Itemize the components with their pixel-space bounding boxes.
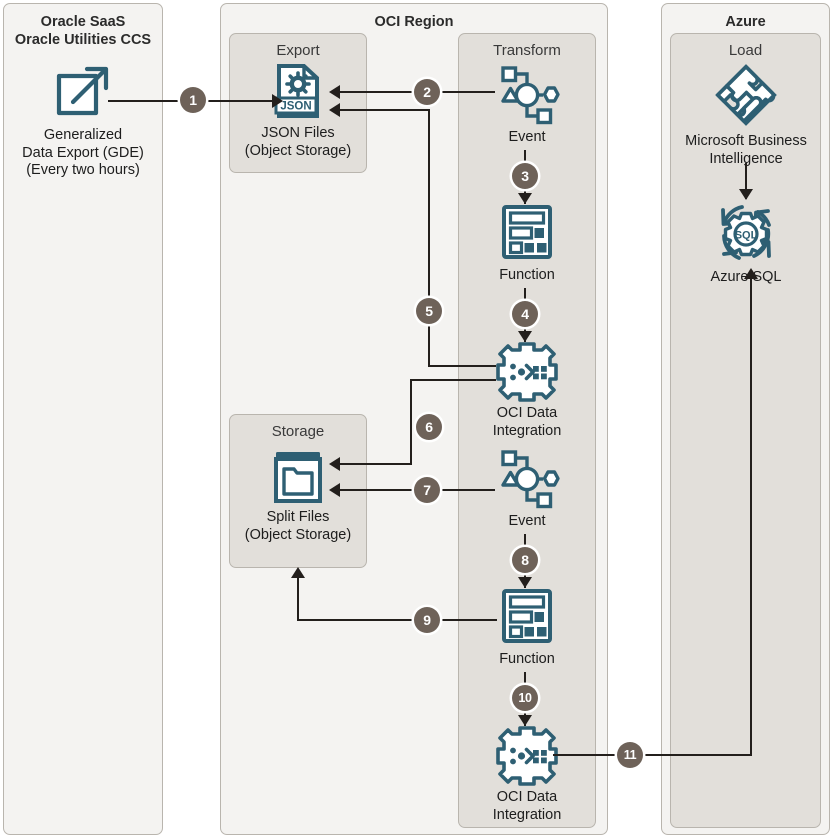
connector-6-seg-v [410,379,413,464]
group-load-title: Load [728,42,763,59]
object-storage-icon [233,448,363,506]
node-split-files[interactable]: Split Files (Object Storage) [233,448,363,544]
step-badge-1: 1 [180,87,206,113]
connector-1-arrowhead [272,94,283,108]
connector-5-seg-h1 [428,365,496,368]
connector-3-arrowhead [518,193,532,204]
node-odi-1[interactable]: OCI Data Integration [462,340,592,440]
step-badge-11: 11 [617,742,643,768]
connector-5-seg-h2 [340,109,430,112]
oci-data-integration-icon [462,340,592,402]
step-badge-10: 10 [512,685,538,711]
step-badge-3: 3 [512,163,538,189]
node-event-2[interactable]: Event [462,448,592,531]
node-gde[interactable]: Generalized Data Export (GDE) (Every two… [13,62,153,180]
event-icon [462,64,592,126]
connector-6-seg-h1 [410,379,496,382]
step-badge-8: 8 [512,547,538,573]
node-odi-2[interactable]: OCI Data Integration [462,724,592,824]
node-function-1-label: Function [499,267,555,283]
connector-6-seg-h2 [340,463,412,466]
group-export-title: Export [276,42,320,59]
step-badge-7: 7 [414,477,440,503]
step-badge-9: 9 [414,607,440,633]
export-arrow-icon [13,62,153,124]
connector-msbi-to-sql-arrowhead [739,189,753,200]
connector-9-seg-v [297,578,300,621]
panel-oracle-saas-title: Oracle SaaS Oracle Utilities CCS [14,14,152,48]
panel-oracle-saas: Oracle SaaS Oracle Utilities CCS [3,3,163,835]
group-transform-title: Transform [493,42,561,59]
event-icon [462,448,592,510]
connector-5-arrowhead [329,103,340,117]
node-json-files-label: JSON Files (Object Storage) [244,125,352,159]
svg-text:SQL: SQL [735,229,758,241]
node-azure-sql-label: Azure SQL [710,269,782,285]
node-function-2-label: Function [499,651,555,667]
connector-8-arrowhead [518,577,532,588]
connector-msbi-to-sql [745,163,748,199]
connector-11-arrowhead [744,268,758,279]
node-odi-1-label: OCI Data Integration [492,405,562,439]
node-json-files[interactable]: JSON JSON Files (Object Storage) [233,60,363,160]
node-function-2[interactable]: Function [462,586,592,669]
connector-11-seg-h [553,754,752,757]
function-icon [462,586,592,648]
node-function-1[interactable]: Function [462,202,592,285]
node-microsoft-bi[interactable]: Microsoft Business Intelligence [676,60,816,168]
function-icon [462,202,592,264]
connector-5-seg-v [428,109,431,367]
connector-10-arrowhead [518,715,532,726]
node-event-1[interactable]: Event [462,64,592,147]
connector-9-arrowhead [291,567,305,578]
puzzle-icon [676,60,816,130]
connector-11-seg-v [750,278,753,756]
connector-7-arrowhead [329,483,340,497]
step-badge-5: 5 [416,298,442,324]
node-gde-label: Generalized Data Export (GDE) (Every two… [22,127,144,178]
connector-4-arrowhead [518,331,532,342]
step-badge-6: 6 [416,414,442,440]
node-event-2-label: Event [508,513,546,529]
step-badge-2: 2 [414,79,440,105]
node-microsoft-bi-label: Microsoft Business Intelligence [685,133,807,167]
group-storage-title: Storage [271,423,325,440]
node-event-1-label: Event [508,129,546,145]
panel-oci-region-title: OCI Region [374,14,454,30]
connector-9-seg-h [297,619,497,622]
connector-6-arrowhead [329,457,340,471]
oci-data-integration-icon [462,724,592,786]
svg-text:JSON: JSON [280,101,311,113]
node-split-files-label: Split Files (Object Storage) [244,509,352,543]
step-badge-4: 4 [512,301,538,327]
node-odi-2-label: OCI Data Integration [492,789,562,823]
panel-azure-title: Azure [725,14,766,30]
node-azure-sql[interactable]: SQL Azure SQL [676,200,816,287]
azure-sql-icon: SQL [676,200,816,266]
connector-2-arrowhead [329,85,340,99]
